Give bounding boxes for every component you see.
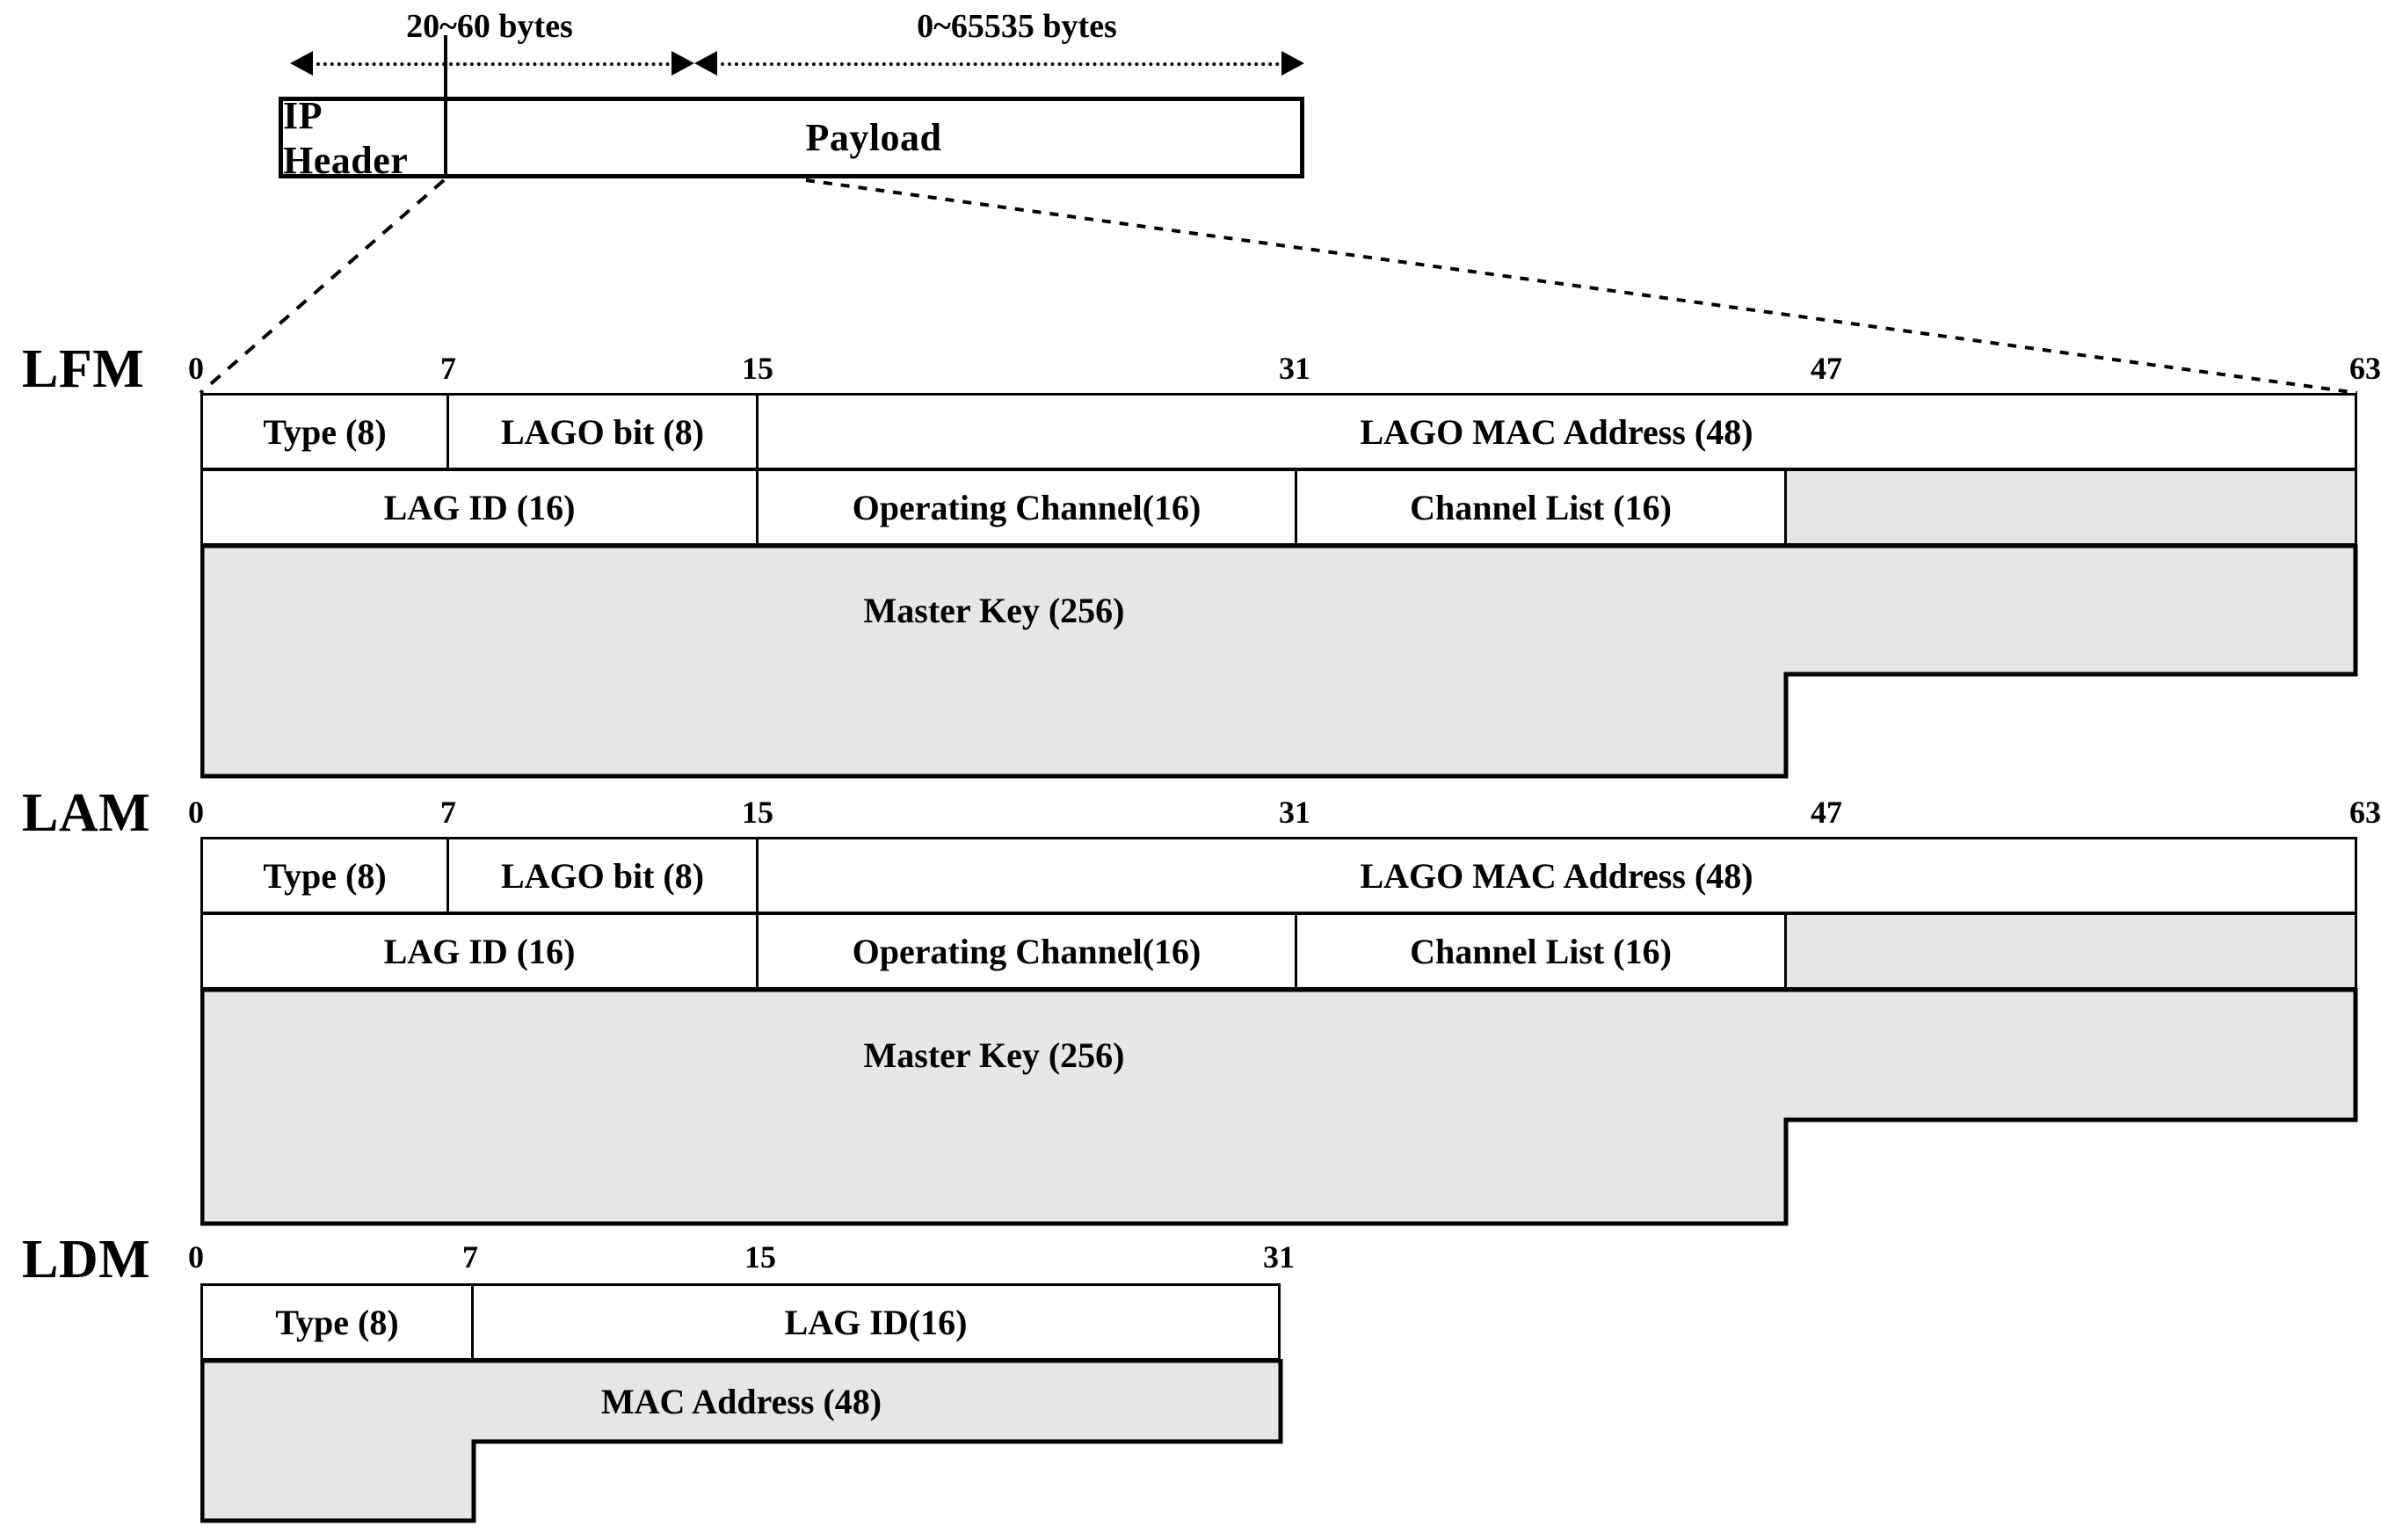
ldm-ruler-tick-31: 31 [1263, 1239, 1295, 1275]
lam-field-lago-bit-label: LAGO bit (8) [500, 855, 705, 896]
lam-field-channel-list-label: Channel List (16) [1410, 931, 1672, 971]
ldm-ruler-tick-0: 0 [188, 1239, 204, 1275]
lfm-field-operating-channel: Operating Channel(16) [756, 469, 1297, 546]
lam-field-lago-mac-address: LAGO MAC Address (48) [756, 837, 2357, 914]
lfm-ruler-tick-7: 7 [440, 351, 456, 386]
measure-right-arrowhead-start-icon [694, 51, 717, 76]
packet-measure-left-label: 20~60 bytes [406, 8, 573, 45]
lam-field-lag-id-label: LAG ID (16) [383, 931, 576, 971]
lfm-field-lago-mac-address-label: LAGO MAC Address (48) [1360, 411, 1753, 452]
lam-field-master-key-label: Master Key (256) [863, 1035, 1125, 1075]
section-label-ldm: LDM [22, 1230, 151, 1289]
lfm-field-type-label: Type (8) [263, 411, 387, 452]
lam-field-channel-list: Channel List (16) [1295, 912, 1787, 990]
lfm-field-master-key: Master Key (256) [200, 544, 1788, 676]
ldm-field-type-label: Type (8) [275, 1302, 399, 1342]
measure-left-line [309, 62, 677, 66]
lfm-field-row2-padding [1784, 469, 2357, 546]
lam-field-type-label: Type (8) [263, 855, 387, 896]
lfm-field-lago-mac-address: LAGO MAC Address (48) [756, 393, 2357, 470]
packet-cell-payload-label: Payload [805, 116, 942, 159]
lfm-ruler-tick-47: 47 [1811, 351, 1842, 386]
lam-ruler-tick-47: 47 [1811, 795, 1842, 830]
lam-ruler-tick-31: 31 [1279, 795, 1310, 830]
lam-field-lago-bit: LAGO bit (8) [446, 837, 759, 914]
lfm-field-channel-list: Channel List (16) [1295, 469, 1787, 546]
lam-field-lago-mac-address-label: LAGO MAC Address (48) [1360, 855, 1753, 896]
lam-field-row2-padding [1784, 912, 2357, 990]
lam-field-master-key: Master Key (256) [200, 988, 1788, 1122]
measure-left-arrowhead-start-icon [290, 51, 313, 76]
lfm-field-master-key-shape [200, 544, 2358, 779]
packet-cell-ip-header: IP Header [283, 94, 444, 182]
lam-field-lag-id: LAG ID (16) [200, 912, 759, 990]
lfm-field-lago-bit: LAGO bit (8) [446, 393, 759, 470]
lam-field-master-key-shape [200, 988, 2358, 1226]
packet-cell-divider [444, 35, 447, 178]
ldm-ruler-tick-15: 15 [744, 1239, 776, 1275]
measure-right-line [714, 62, 1287, 66]
ldm-field-type: Type (8) [200, 1283, 474, 1361]
lfm-field-lago-bit-label: LAGO bit (8) [500, 411, 705, 452]
lfm-ruler-tick-15: 15 [742, 351, 773, 386]
lfm-field-type: Type (8) [200, 393, 449, 470]
lam-field-operating-channel: Operating Channel(16) [756, 912, 1297, 990]
ldm-ruler-tick-7: 7 [462, 1239, 478, 1275]
ldm-field-mac-address-shape [200, 1359, 1283, 1523]
lam-ruler-tick-7: 7 [440, 795, 456, 830]
section-label-lfm: LFM [22, 339, 145, 399]
section-label-lam: LAM [22, 783, 151, 843]
lfm-field-operating-channel-label: Operating Channel(16) [852, 487, 1201, 527]
lam-field-type: Type (8) [200, 837, 449, 914]
measure-left-arrowhead-end-icon [671, 51, 694, 76]
lfm-field-channel-list-label: Channel List (16) [1410, 487, 1672, 527]
packet-cell-ip-header-label: IP Header [283, 93, 409, 182]
lam-ruler-tick-0: 0 [188, 795, 204, 830]
lam-field-operating-channel-label: Operating Channel(16) [852, 931, 1201, 971]
ldm-field-lag-id-label: LAG ID(16) [784, 1302, 968, 1342]
packet-measure-right-label: 0~65535 bytes [917, 8, 1117, 45]
packet-cell-payload: Payload [447, 98, 1300, 177]
lam-ruler-tick-63: 63 [2349, 795, 2381, 830]
ldm-field-mac-address: MAC Address (48) [200, 1359, 1282, 1443]
lfm-field-master-key-label: Master Key (256) [863, 590, 1125, 630]
packet-box [279, 97, 1304, 178]
lam-ruler-tick-15: 15 [742, 795, 773, 830]
ldm-field-lag-id: LAG ID(16) [471, 1283, 1281, 1361]
measure-right-arrowhead-end-icon [1281, 51, 1304, 76]
lfm-field-lag-id: LAG ID (16) [200, 469, 759, 546]
lfm-ruler-tick-31: 31 [1279, 351, 1310, 386]
lfm-ruler-tick-63: 63 [2349, 351, 2381, 386]
lfm-field-lag-id-label: LAG ID (16) [383, 487, 576, 527]
ldm-field-mac-address-label: MAC Address (48) [600, 1381, 882, 1421]
lfm-ruler-tick-0: 0 [188, 351, 204, 386]
